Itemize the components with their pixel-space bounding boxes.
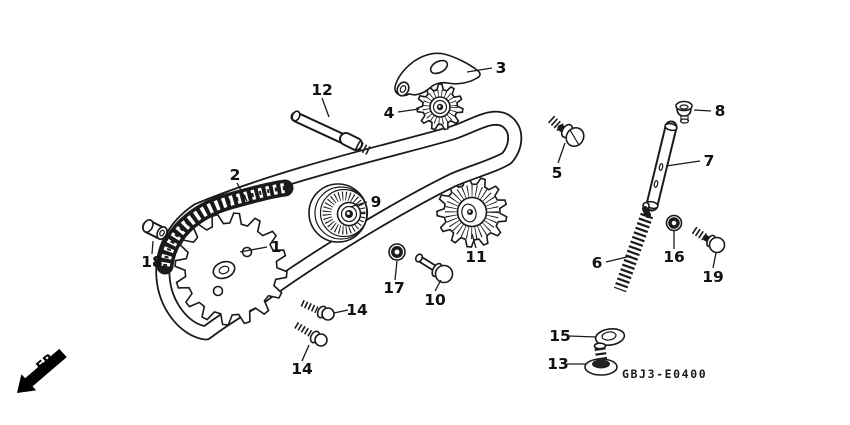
callout-9: 9 <box>371 193 382 211</box>
part-19-flange-bolt <box>691 226 726 254</box>
part-11-cam-sprocket <box>436 176 508 248</box>
callout-14b: 14 <box>291 360 313 378</box>
callout-1: 1 <box>271 238 282 256</box>
callout-18: 18 <box>141 253 163 271</box>
part-18-dowel-pin <box>142 219 168 240</box>
part-13-tensioner-plug <box>584 342 618 376</box>
part-16-washer <box>665 214 683 232</box>
part-6-tensioner-spring <box>620 201 649 291</box>
part-10-pivot-bolt <box>414 253 454 284</box>
callout-10: 10 <box>424 291 446 309</box>
part-8-cap-bolt <box>675 100 693 124</box>
callout-14a: 14 <box>346 301 368 319</box>
front-direction-marker: FR. <box>17 348 67 393</box>
part-17-washer <box>388 243 406 261</box>
callout-11: 11 <box>465 248 487 266</box>
callout-5: 5 <box>552 164 563 182</box>
part-9-tensioner-roller <box>308 183 369 243</box>
callout-12: 12 <box>311 81 333 99</box>
part-1-timing-sprocket <box>174 212 288 326</box>
part-14-screw-lower <box>294 321 328 347</box>
part-12-setting-rod <box>290 110 372 156</box>
part-7-tensioner-push-rod <box>645 120 678 212</box>
part-14-screw-upper <box>300 299 335 321</box>
callout-19: 19 <box>702 268 724 286</box>
callout-3: 3 <box>496 59 507 77</box>
callout-15: 15 <box>549 327 571 345</box>
callout-leader-lines <box>151 67 717 365</box>
callout-4: 4 <box>384 104 395 122</box>
diagram-code: GBJ3-E0400 <box>622 367 707 381</box>
callout-16: 16 <box>663 248 685 266</box>
callout-6: 6 <box>592 254 603 272</box>
callout-17: 17 <box>383 279 405 297</box>
callout-7: 7 <box>704 152 715 170</box>
part-4-guide-sprocket <box>416 83 464 131</box>
part-15-sealing-washer <box>594 328 626 346</box>
callout-8: 8 <box>715 102 726 120</box>
callout-2: 2 <box>230 166 241 184</box>
callout-labels: 1 2 3 4 5 6 7 8 9 10 11 12 13 14 14 15 1… <box>141 59 725 378</box>
front-arrow-icon <box>17 348 67 393</box>
part-5-sealing-bolt <box>547 115 585 148</box>
callout-13: 13 <box>547 355 569 373</box>
